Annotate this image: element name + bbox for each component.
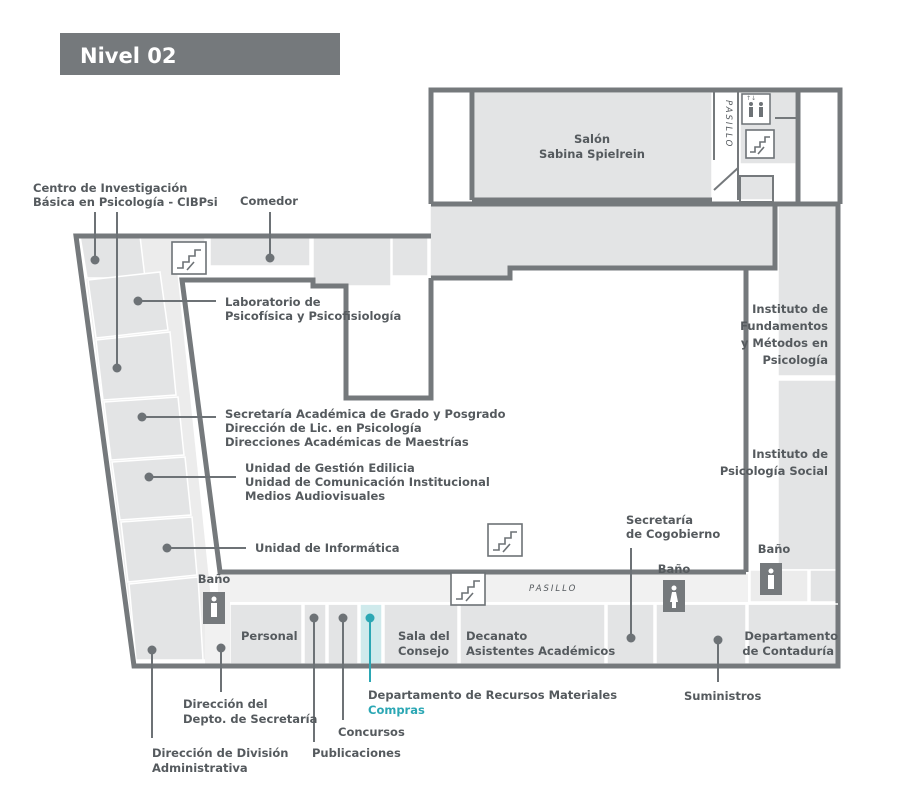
wc-icon-right <box>760 563 782 595</box>
stairs-icon <box>487 523 523 557</box>
room-dir-division[interactable] <box>128 576 204 661</box>
dot-dir-depto[interactable] <box>216 643 226 653</box>
label-sec-acad: Direcciones Académicas de Maestrías <box>225 435 469 449</box>
label-salon: Salón <box>574 132 610 146</box>
stairs-icon <box>745 129 775 159</box>
leader-lines <box>94 212 719 742</box>
dot-publicaciones[interactable] <box>309 613 319 623</box>
dot-dir-div[interactable] <box>147 645 157 655</box>
label-bano-left: Baño <box>198 572 231 586</box>
label-lab: Psicofísica y Psicofisiología <box>225 309 401 323</box>
label-pasillo-top: PASILLO <box>723 100 733 148</box>
room-personal[interactable] <box>229 603 303 665</box>
label-cogobierno: Secretaría <box>626 513 693 527</box>
room-suministros[interactable] <box>655 603 747 665</box>
label-cibpsi: Centro de Investigación <box>33 181 187 195</box>
room-contaduria[interactable] <box>747 603 839 665</box>
label-recursos: Departamento de Recursos Materiales <box>368 688 617 702</box>
room-top-small <box>391 235 429 277</box>
label-salon: Sabina Spielrein <box>539 147 645 161</box>
dot-cogobierno[interactable] <box>626 633 636 643</box>
dot-informatica[interactable] <box>162 543 172 553</box>
dot-cibpsi-b[interactable] <box>112 363 122 373</box>
label-cibpsi: Básica en Psicología - CIBPsi <box>33 195 218 209</box>
room-cibpsi-a[interactable] <box>79 235 146 279</box>
label-bano-mid: Baño <box>658 562 691 576</box>
stairs-icon <box>171 241 207 275</box>
room-right-corner <box>809 569 839 603</box>
label-inst-fund: y Métodos en <box>741 336 828 350</box>
walls <box>73 87 843 669</box>
label-lab: Laboratorio de <box>225 295 321 309</box>
room-comedor-adj <box>312 235 392 287</box>
label-informatica: Unidad de Informática <box>255 541 400 555</box>
label-contaduria: de Contaduría <box>742 644 834 658</box>
wall-central <box>431 201 778 281</box>
label-sec-acad: Dirección de Lic. en Psicología <box>225 421 422 435</box>
room-sec-acad[interactable] <box>103 396 185 461</box>
label-gestion: Unidad de Comunicación Institucional <box>245 475 490 489</box>
dot-lab[interactable] <box>133 296 143 306</box>
wall-tower <box>428 87 843 204</box>
room-comedor[interactable] <box>209 235 311 267</box>
label-publicaciones: Publicaciones <box>312 746 401 760</box>
dot-comedor[interactable] <box>265 253 275 263</box>
label-inst-social: Psicología Social <box>720 464 828 478</box>
label-suministros: Suministros <box>684 689 761 703</box>
wc-icon-left <box>203 592 225 624</box>
elevator-icon: ↑↓ <box>741 93 771 125</box>
label-pasillo-bottom: PASILLO <box>529 584 577 594</box>
room-informatica[interactable] <box>120 516 198 583</box>
room-inst-fund[interactable] <box>777 205 839 377</box>
wall-outer <box>73 201 841 669</box>
dot-concursos[interactable] <box>338 613 348 623</box>
level-title: Nivel 02 <box>80 44 176 68</box>
label-gestion: Medios Audiovisuales <box>245 489 385 503</box>
label-sala-consejo: Consejo <box>398 644 449 658</box>
level-header: Nivel 02 <box>60 33 340 75</box>
label-dir-depto: Depto. de Secretaría <box>183 712 317 726</box>
room-lab[interactable] <box>87 271 169 339</box>
room-decanato[interactable] <box>459 603 606 665</box>
label-decanato: Asistentes Académicos <box>466 644 615 658</box>
label-contaduria: Departamento <box>744 629 838 643</box>
label-gestion: Unidad de Gestión Edilicia <box>245 461 415 475</box>
room-inst-social[interactable] <box>777 379 839 571</box>
svg-text:↑↓: ↑↓ <box>746 95 756 102</box>
wall-courtyard <box>179 277 746 575</box>
label-sala-consejo: Sala del <box>398 629 450 643</box>
stairs-icons <box>171 129 775 606</box>
label-bano-right: Baño <box>758 542 791 556</box>
label-personal: Personal <box>241 629 298 643</box>
label-concursos: Concursos <box>338 725 405 739</box>
wall-diagonal <box>713 167 739 191</box>
room-cibpsi-b[interactable] <box>95 331 177 401</box>
stairs-icon <box>450 572 486 606</box>
labels: Salón Sabina Spielrein PASILLO Centro de… <box>33 100 838 775</box>
level-header-bg <box>60 33 340 75</box>
wc-icon-mid <box>663 580 685 612</box>
dot-gestion[interactable] <box>144 472 154 482</box>
label-dir-div: Administrativa <box>152 761 248 775</box>
dot-compras[interactable] <box>365 613 375 623</box>
dot-cibpsi-a[interactable] <box>90 255 100 265</box>
room-gestion[interactable] <box>111 456 192 521</box>
room-small-top <box>739 175 774 201</box>
label-comedor: Comedor <box>240 194 298 208</box>
label-decanato: Decanato <box>466 629 527 643</box>
label-compras[interactable]: Compras <box>368 703 425 717</box>
location-dots <box>90 253 723 655</box>
dot-suministros[interactable] <box>713 635 723 645</box>
label-sec-acad: Secretaría Académica de Grado y Posgrado <box>225 407 506 421</box>
dot-sec-acad[interactable] <box>137 412 147 422</box>
label-inst-fund: Psicología <box>762 353 828 367</box>
room-salon[interactable] <box>473 91 713 201</box>
label-cogobierno: de Cogobierno <box>626 527 720 541</box>
label-dir-div: Dirección de División <box>152 746 288 760</box>
label-inst-fund: Instituto de <box>752 302 828 316</box>
label-inst-fund: Fundamentos <box>740 319 828 333</box>
label-inst-social: Instituto de <box>752 447 828 461</box>
label-dir-depto: Dirección del <box>183 697 268 711</box>
